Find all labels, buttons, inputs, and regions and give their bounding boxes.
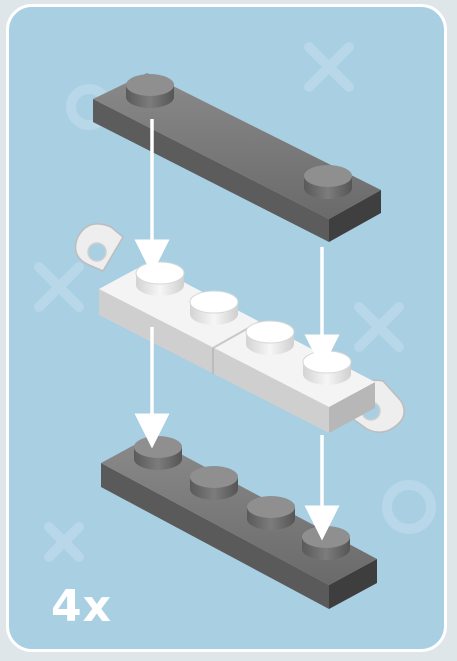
top-plate — [93, 73, 381, 242]
stud — [135, 261, 185, 296]
assembly-diagram — [34, 42, 436, 609]
stud — [302, 350, 352, 385]
stud — [189, 290, 239, 325]
bottom-plate — [101, 436, 377, 609]
stud — [190, 466, 238, 500]
quantity-label: 4x — [51, 581, 112, 632]
stud — [247, 496, 295, 530]
left-clip — [74, 223, 124, 272]
assembly-arrows — [134, 119, 340, 541]
instruction-step-panel: 4x — [6, 4, 447, 652]
background-pattern — [34, 42, 436, 562]
stud — [134, 436, 182, 470]
stud — [126, 74, 174, 108]
stud — [302, 526, 350, 560]
middle-clip-plate — [74, 223, 405, 433]
stud — [245, 320, 295, 355]
stud — [304, 165, 352, 199]
